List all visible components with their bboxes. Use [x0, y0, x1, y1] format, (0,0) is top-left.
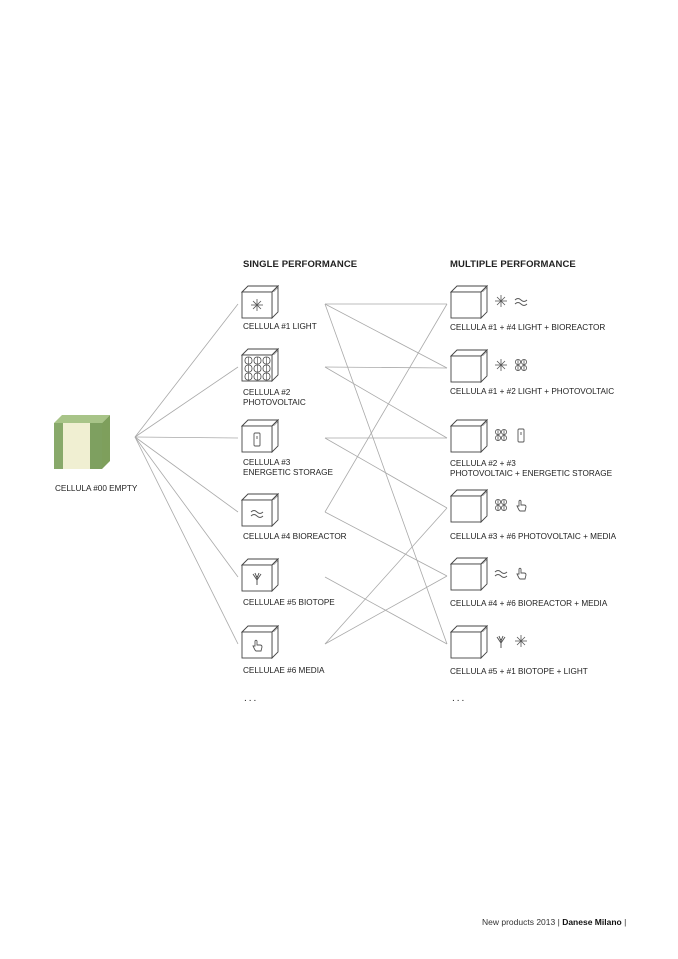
single-cell-cube	[240, 624, 280, 660]
combined-icons	[494, 497, 528, 517]
combined-cell-cube	[449, 488, 489, 524]
hub-line	[134, 366, 239, 438]
combined-icons	[494, 293, 528, 313]
hand-icon	[514, 565, 528, 586]
combination-line	[324, 303, 448, 645]
wave-icon	[250, 510, 264, 518]
hand-icon	[514, 497, 528, 518]
single-cell-cube	[240, 492, 280, 528]
light-icon	[494, 293, 508, 314]
single-cell-label: CELLULAE #6 MEDIA	[243, 666, 324, 676]
label-line: CELLULA #3 + #6 PHOTOVOLTAIC + MEDIA	[450, 532, 617, 541]
combined-icons	[494, 357, 528, 377]
combined-cell-cube	[449, 624, 489, 660]
multiple-performance-title: MULTIPLE PERFORMANCE	[450, 259, 576, 270]
wave-icon	[514, 293, 528, 314]
footer: New products 2013 | Danese Milano |	[482, 917, 626, 927]
empty-cell-image	[54, 415, 110, 469]
label-line: ENERGETIC STORAGE	[243, 468, 333, 477]
combined-cell-label: CELLULA #4 + #6 BIOREACTOR + MEDIA	[450, 599, 607, 609]
combined-cell-cube	[449, 556, 489, 592]
combined-cell-cube	[449, 284, 489, 320]
combined-cell-cube	[449, 348, 489, 384]
combined-cell-label: CELLULA #1 + #4 LIGHT + BIOREACTOR	[450, 323, 605, 333]
combined-icons	[494, 427, 528, 447]
light-icon	[494, 357, 508, 378]
label-line: CELLULA #4 BIOREACTOR	[243, 532, 347, 541]
combination-line	[324, 576, 448, 645]
single-cell-label: CELLULA #4 BIOREACTOR	[243, 532, 347, 542]
label-line: PHOTOVOLTAIC	[243, 398, 306, 407]
light-icon	[514, 633, 528, 654]
combination-line	[324, 366, 448, 369]
label-line: CELLULAE #6 MEDIA	[243, 666, 325, 675]
plant-icon	[494, 633, 508, 654]
combination-line	[324, 303, 448, 369]
single-cell-label: CELLULAE #5 BIOTOPE	[243, 598, 335, 608]
multiple-more: ...	[452, 693, 467, 704]
combined-cell-label: CELLULA #1 + #2 LIGHT + PHOTOVOLTAIC	[450, 387, 614, 397]
footer-end: |	[624, 917, 627, 927]
photovoltaic-icon	[494, 427, 508, 448]
single-cell-label: CELLULA #1 LIGHT	[243, 322, 317, 332]
hub-line	[134, 436, 239, 645]
combination-line	[324, 366, 448, 439]
footer-text: New products 2013 |	[482, 917, 560, 927]
single-more: ...	[244, 693, 259, 704]
single-cell-cube	[240, 418, 280, 454]
combined-icons	[494, 565, 528, 585]
plant-icon	[252, 572, 262, 585]
photovoltaic-icon	[494, 497, 508, 518]
single-performance-title: SINGLE PERFORMANCE	[243, 259, 358, 270]
combination-line	[324, 507, 448, 645]
combined-cell-label: CELLULA #5 + #1 BIOTOPE + LIGHT	[450, 667, 588, 677]
combined-cell-cube	[449, 418, 489, 454]
combined-cell-label: CELLULA #3 + #6 PHOTOVOLTAIC + MEDIA	[450, 532, 616, 542]
light-icon	[251, 299, 263, 311]
label-line: CELLULA #1 LIGHT	[243, 322, 317, 331]
single-cell-cube	[240, 347, 280, 383]
label-line: CELLULAE #5 BIOTOPE	[243, 598, 335, 607]
single-cell-cube	[240, 284, 280, 320]
label-line: CELLULA #1 + #2 LIGHT + PHOTOVOLTAIC	[450, 387, 615, 396]
footer-brand: Danese Milano	[562, 917, 622, 927]
empty-cell-label: CELLULA #00 EMPTY	[55, 484, 138, 493]
wave-icon	[494, 565, 508, 586]
combined-icons	[494, 633, 528, 653]
hub-line	[134, 303, 239, 438]
hand-icon	[252, 639, 263, 652]
single-cell-cube	[240, 557, 280, 593]
photovoltaic-icon	[514, 357, 528, 378]
hub-line	[134, 436, 239, 513]
label-line: CELLULA #1 + #4 LIGHT + BIOREACTOR	[450, 323, 606, 332]
label-line: CELLULA #2 + #3	[450, 459, 516, 468]
label-line: CELLULA #4 + #6 BIOREACTOR + MEDIA	[450, 599, 608, 608]
battery-icon	[514, 427, 528, 448]
combination-line	[324, 303, 448, 513]
label-line: CELLULA #5 + #1 BIOTOPE + LIGHT	[450, 667, 588, 676]
hub-line	[134, 436, 239, 578]
label-line: CELLULA #3	[243, 458, 291, 467]
battery-icon	[253, 432, 261, 447]
hub-line	[134, 436, 239, 439]
label-line: PHOTOVOLTAIC + ENERGETIC STORAGE	[450, 469, 613, 478]
label-line: CELLULA #2	[243, 388, 291, 397]
combination-line	[324, 511, 448, 577]
